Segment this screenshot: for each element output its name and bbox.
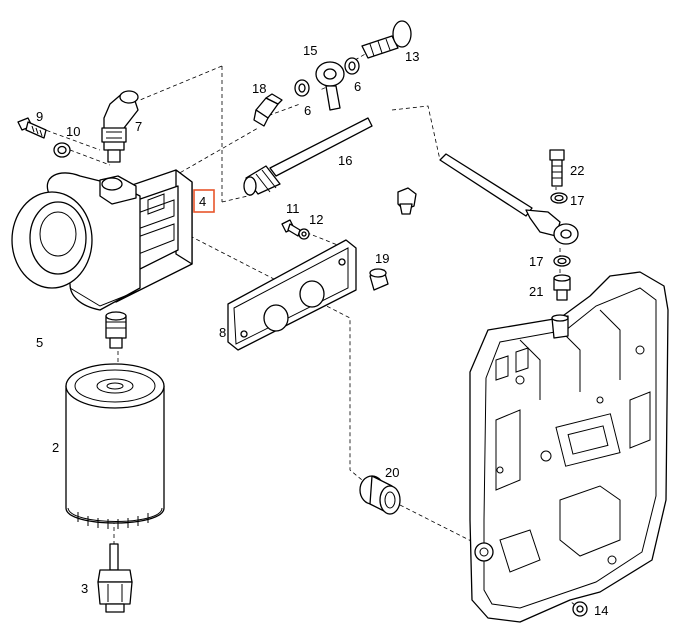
callout-21[interactable]: 21	[529, 284, 543, 299]
gasket-plate-8	[227, 239, 357, 351]
callout-6-left[interactable]: 6	[304, 103, 311, 118]
plug-20	[359, 475, 401, 515]
fitting-21	[553, 274, 571, 301]
callout-18[interactable]: 18	[252, 81, 266, 96]
nipple-5	[105, 311, 127, 349]
callout-12[interactable]: 12	[309, 212, 323, 227]
filter-head-housing	[11, 172, 141, 311]
callout-11[interactable]: 11	[286, 201, 300, 216]
banjo-bolt-13	[361, 20, 412, 59]
callout-4-highlight-box	[193, 189, 215, 213]
callout-19[interactable]: 19	[375, 251, 389, 266]
bolt-11	[281, 219, 301, 237]
callout-16[interactable]: 16	[338, 153, 352, 168]
callout-10[interactable]: 10	[66, 124, 80, 139]
washer-10	[53, 142, 71, 158]
pipe-to-valve	[439, 153, 579, 245]
plug-14	[572, 601, 588, 617]
washer-17-lower	[553, 255, 571, 267]
callout-22[interactable]: 22	[570, 163, 584, 178]
callout-2[interactable]: 2	[52, 440, 59, 455]
hex-plug	[397, 187, 417, 215]
callout-3[interactable]: 3	[81, 581, 88, 596]
callout-labels: 2 3 4 5 6 6 7 8 9 10 11 12 13 14 15 16 1…	[36, 43, 608, 618]
callout-7[interactable]: 7	[135, 119, 142, 134]
bolt-9	[17, 117, 47, 139]
callout-9[interactable]: 9	[36, 109, 43, 124]
sensor-3	[97, 543, 133, 613]
bolt-22	[549, 149, 565, 187]
banjo-fitting-15	[315, 61, 345, 111]
washer-12	[298, 228, 310, 240]
bushing-19	[369, 268, 389, 291]
valve-body-housing	[469, 271, 669, 623]
callout-6-right[interactable]: 6	[354, 79, 361, 94]
filter-cartridge	[65, 363, 165, 529]
washer-17-upper	[550, 192, 568, 204]
callout-17-upper[interactable]: 17	[570, 193, 584, 208]
callout-15[interactable]: 15	[303, 43, 317, 58]
callout-8[interactable]: 8	[219, 325, 226, 340]
callout-4[interactable]: 4	[199, 194, 206, 209]
washer-6-right	[344, 57, 360, 75]
callout-5[interactable]: 5	[36, 335, 43, 350]
elbow-fitting	[101, 90, 139, 163]
callout-14[interactable]: 14	[594, 603, 608, 618]
callout-20[interactable]: 20	[385, 465, 399, 480]
pipe-16	[243, 117, 373, 196]
callout-13[interactable]: 13	[405, 49, 419, 64]
callout-17-lower[interactable]: 17	[529, 254, 543, 269]
fitting-18	[253, 93, 283, 127]
washer-6-left	[294, 79, 310, 97]
